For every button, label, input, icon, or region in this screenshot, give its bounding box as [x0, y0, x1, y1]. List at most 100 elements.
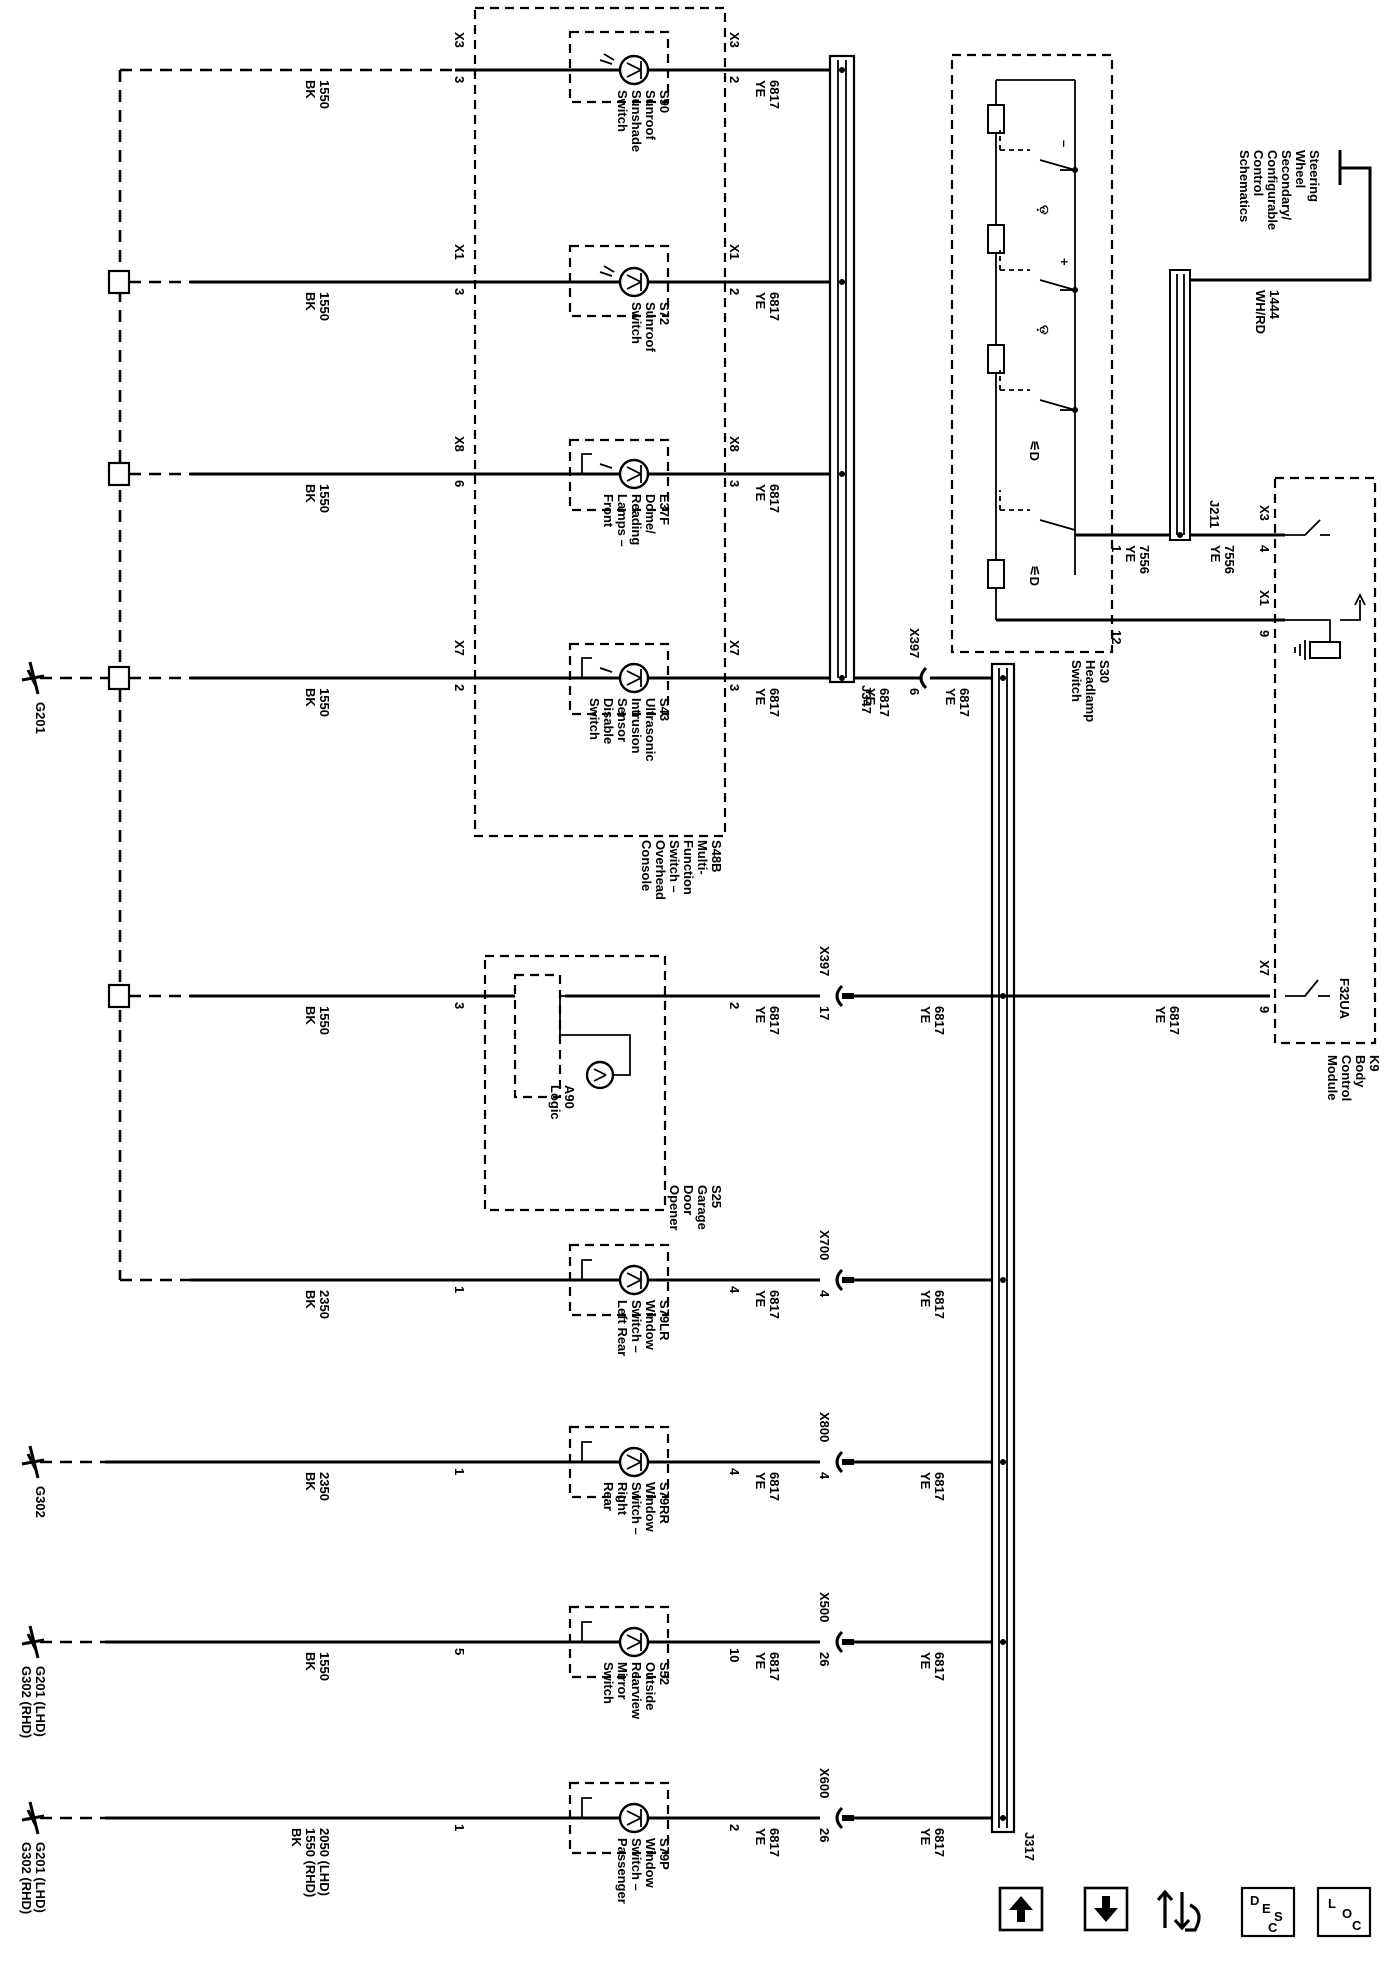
e37f-label: E37FDome/ReadingLamps –Front [601, 494, 672, 547]
s30-wire7556b: 7556YE [1208, 545, 1237, 574]
s79p-label: S79PWindowSwitch –Passenger [615, 1838, 672, 1904]
s90-switch-symbol [568, 30, 700, 104]
s43-conn-left: X7 [452, 640, 467, 656]
desc-letter-3: C [1268, 1920, 1278, 1935]
s79rr-label: S79RRWindowSwitch –RightRear [601, 1482, 672, 1535]
g302-label: G302 [33, 1486, 48, 1518]
location-button[interactable]: L O C [1316, 1886, 1372, 1938]
inline-1-wire: 6817YE [918, 1006, 947, 1035]
routing-button[interactable] [1156, 1889, 1201, 1932]
s30-label: S30HeadlampSwitch [1069, 660, 1112, 722]
s25-wire-left: 1550BK [303, 1006, 332, 1035]
s79lr-wire-right: 6817YE [753, 1290, 782, 1319]
e37f-conn-right: X8 [727, 436, 742, 452]
description-button[interactable]: D E S C [1240, 1886, 1296, 1938]
inline-connector-x500 [835, 1630, 854, 1654]
s25-pin-right: 2 [727, 1002, 742, 1009]
s79lr-pin-right: 4 [727, 1286, 742, 1294]
s25-wire-right: 6817YE [753, 1006, 782, 1035]
s43-wire-right: 6817YE [753, 688, 782, 717]
s79p-pin-left: 1 [452, 1824, 467, 1831]
s30-headlamp-switch: ଡ଼ ଡ଼ ⚟D ⚟D – + [950, 53, 1114, 654]
loc-letter-0: L [1328, 1896, 1336, 1911]
s90-wire-right: 6817YE [753, 80, 782, 109]
inline-connector-x397-b [835, 984, 854, 1008]
s30-pin12: 12 [1109, 630, 1124, 644]
s79p-wire-right: 6817YE [753, 1828, 782, 1857]
s72-conn-left: X1 [452, 244, 467, 260]
s48b-label: S48BMulti-FunctionSwitch –OverheadConsol… [639, 840, 724, 900]
inline-4-pin: 26 [817, 1652, 832, 1666]
k9-label: K9BodyControlModule [1325, 1055, 1382, 1101]
splice-j211 [1169, 269, 1191, 541]
inline-3-pin: 4 [817, 1472, 832, 1480]
loc-letter-1: O [1342, 1906, 1352, 1921]
s90-label: S90SunroofSunshadeSwitch [615, 90, 672, 152]
up-arrow-button[interactable] [998, 1886, 1044, 1932]
inline-connector-x700 [835, 1268, 854, 1292]
fog-lamp-icon: ⚟D [1027, 440, 1042, 461]
inline-3-name: X800 [817, 1412, 832, 1442]
interior-dim-minus-icon: ଡ଼ [1036, 205, 1052, 215]
s72-pin-right: 2 [727, 288, 742, 295]
inline-4-wire: 6817YE [918, 1652, 947, 1681]
k9-f32-label: F32UA [1337, 978, 1352, 1020]
s43-switch-symbol [568, 642, 700, 716]
j317-label: J317 [1022, 1832, 1037, 1861]
inline-1-name: X397 [817, 946, 832, 976]
k9-x3: X3 [1257, 505, 1272, 521]
s43-pin-left: 2 [452, 684, 467, 691]
e37f-lamp-symbol [568, 438, 700, 512]
s79rr-pin-right: 4 [727, 1468, 742, 1476]
svg-text:+: + [1057, 258, 1072, 266]
k9-pin9b: 9 [1257, 1006, 1272, 1013]
ground-g201-g302-a-symbol [21, 1625, 45, 1659]
j347-label: J347 [859, 685, 874, 714]
k9-wire-6817: 6817YE [1153, 1006, 1182, 1035]
wire-1444-label: 1444WH/RD [1253, 290, 1282, 334]
e37f-wire-left: 1550BK [303, 484, 332, 513]
k9-x1: X1 [1257, 590, 1272, 606]
loc-letter-2: C [1352, 1918, 1362, 1933]
s30-pin1: 1 [1109, 545, 1124, 552]
e37f-pin-right: 3 [727, 480, 742, 487]
inline-5-name: X600 [817, 1768, 832, 1798]
s79rr-switch-symbol [568, 1425, 700, 1499]
inline-connector-x800 [835, 1450, 854, 1474]
j211-label: J211 [1207, 500, 1222, 528]
e37f-conn-left: X8 [452, 436, 467, 452]
g201_g302_b-label: G201 (LHD)G302 (RHD) [19, 1842, 48, 1914]
inline-5-wire: 6817YE [918, 1828, 947, 1857]
s25-garage-door-opener [483, 954, 700, 1212]
s90-wire-left: 1550BK [303, 80, 332, 109]
e37f-pin-left: 6 [452, 480, 467, 487]
k9-pin4: 4 [1257, 545, 1272, 553]
s90-pin-right: 2 [727, 76, 742, 83]
s79lr-pin-left: 1 [452, 1286, 467, 1293]
inline-0-pin: 6 [907, 688, 922, 695]
s72-pin-left: 3 [452, 288, 467, 295]
inline-4-name: X500 [817, 1592, 832, 1622]
down-arrow-icon [1094, 1896, 1118, 1922]
s90-conn-left: X3 [452, 32, 467, 48]
s90-pin-left: 3 [452, 76, 467, 83]
ground-g302-symbol [21, 1445, 45, 1479]
down-arrow-button[interactable] [1083, 1886, 1129, 1932]
splice-box [107, 983, 131, 1009]
s43-label: S43UltrasonicIntrusionSensorDisableSwitc… [587, 698, 672, 762]
s48b-enclosure [473, 6, 727, 838]
desc-letter-2: S [1274, 1909, 1283, 1924]
s52-pin-right: 10 [727, 1648, 742, 1662]
s79lr-wire-left: 2350BK [303, 1290, 332, 1319]
inline-connector-x600 [835, 1806, 854, 1830]
s30-wire7556a: 7556YE [1123, 545, 1152, 574]
s52-label: S52OutsideRearviewMirrorSwitch [601, 1662, 672, 1720]
s25-pin-left: 3 [452, 1002, 467, 1009]
inline-connector-x397-a [919, 666, 928, 690]
s72-wire-left: 1550BK [303, 292, 332, 321]
g201-label: G201 [33, 702, 48, 734]
s43-pin-right: 3 [727, 684, 742, 691]
s79lr-label: S79LRWindowSwitch –Left Rear [615, 1300, 672, 1356]
s72-conn-right: X1 [727, 244, 742, 260]
s52-pin-left: 5 [452, 1648, 467, 1655]
